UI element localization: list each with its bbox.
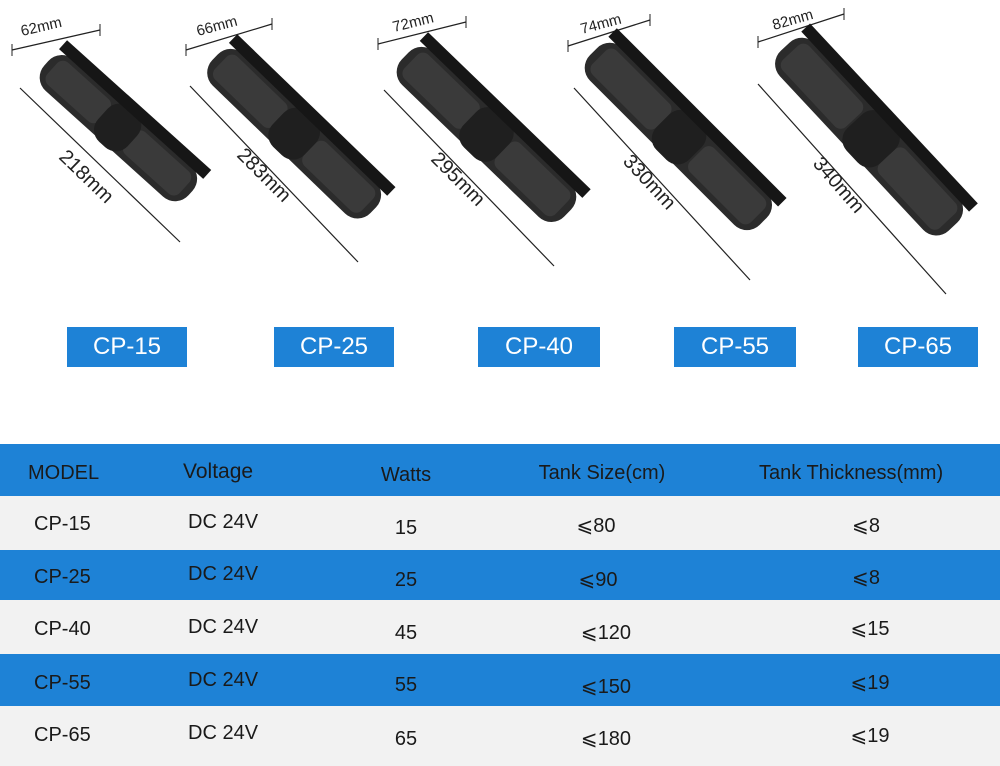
pump-body [39,40,212,202]
header-tank-thickness: Tank Thickness(mm) [759,462,944,484]
pump-illustration-cp-65: 82mm 340mm [752,0,978,303]
cell-tank-thickness: ⩽19 [850,725,890,747]
length-label: 218mm [55,146,118,208]
cell-watts: 25 [394,569,418,591]
cell-model: CP-15 [34,513,91,535]
model-badge-cp-55: CP-55 [674,327,796,367]
table-header: MODEL Voltage Watts Tank Size(cm) Tank T… [0,444,1000,496]
width-dimension: 62mm [11,14,101,56]
cell-tank-thickness: ⩽15 [850,618,890,640]
cell-tank-size: ⩽180 [580,728,632,750]
table-row: CP-55 DC 24V 55 ⩽150 ⩽19 [0,654,1000,706]
table-row: CP-40 DC 24V 45 ⩽120 ⩽15 [0,600,1000,654]
cell-voltage: DC 24V [188,511,259,533]
model-badge-cp-40: CP-40 [478,327,600,367]
table-row: CP-25 DC 24V 25 ⩽90 ⩽8 [0,550,1000,600]
product-gallery: 62mm 218mm 66mm [10,0,978,367]
cell-model: CP-65 [34,724,91,746]
header-voltage: Voltage [183,460,254,483]
cell-tank-size: ⩽90 [578,569,618,591]
cell-voltage: DC 24V [188,669,259,691]
cell-voltage: DC 24V [188,722,259,744]
model-badge-cp-15: CP-15 [67,327,187,367]
cell-tank-thickness: ⩽19 [850,672,890,694]
cell-tank-size: ⩽80 [576,515,616,537]
pump-illustration-cp-25: 66mm 283mm [180,6,396,271]
cell-voltage: DC 24V [188,563,259,585]
cell-tank-thickness: ⩽8 [852,515,880,537]
pump-illustration-cp-40: 72mm 295mm [370,4,591,275]
cell-tank-size: ⩽120 [580,622,632,644]
cell-watts: 65 [394,728,418,750]
pump-body [207,34,396,219]
cross-flow-pump-icon: 82mm 340mm [757,6,978,295]
cell-voltage: DC 24V [188,616,259,638]
cross-flow-pump-icon: 66mm 283mm [185,13,396,263]
table-row: CP-65 DC 24V 65 ⩽180 ⩽19 [0,706,1000,766]
cross-flow-pump-icon: 74mm 330mm [567,11,787,281]
cell-watts: 55 [394,674,418,696]
table-row: CP-15 DC 24V 15 ⩽80 ⩽8 [0,496,1000,550]
width-label: 62mm [19,14,63,40]
header-tank-size: Tank Size(cm) [538,462,666,484]
cell-model: CP-40 [34,618,91,640]
pump-illustration-cp-15: 62mm 218mm [10,10,212,255]
cell-watts: 15 [394,517,418,539]
model-badge-cp-65: CP-65 [858,327,978,367]
model-badge-cp-25: CP-25 [274,327,394,367]
pump-illustration-cp-55: 74mm 330mm [560,2,787,289]
cell-tank-thickness: ⩽8 [852,567,880,589]
header-watts: Watts [380,464,432,486]
cell-watts: 45 [394,622,418,644]
cross-flow-pump-icon: 72mm 295mm [377,9,591,267]
cross-flow-pump-icon: 62mm 218mm [11,14,212,243]
width-dimension: 72mm [377,9,467,50]
cell-model: CP-25 [34,566,91,588]
pump-body [584,28,787,231]
cell-tank-size: ⩽150 [580,676,632,698]
cell-model: CP-55 [34,672,91,694]
header-model: MODEL [28,462,100,484]
pump-body [396,32,591,223]
pump-body [775,23,978,236]
